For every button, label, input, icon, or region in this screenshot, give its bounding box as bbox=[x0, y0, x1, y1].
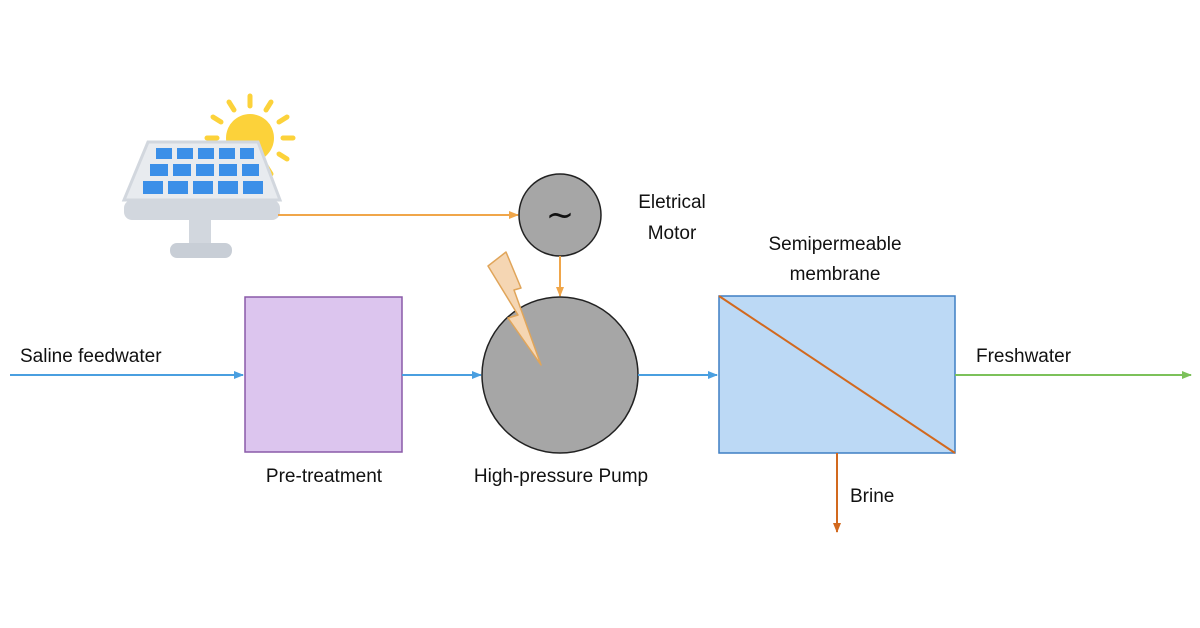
membrane-label-line2: membrane bbox=[790, 264, 881, 285]
high-pressure-pump-label: High-pressure Pump bbox=[474, 466, 648, 487]
high-pressure-pump bbox=[481, 296, 639, 454]
membrane-divider-line bbox=[718, 295, 956, 454]
pre-treatment-box bbox=[244, 296, 403, 453]
motor-label-line2: Motor bbox=[648, 223, 697, 244]
lightning-bolt-icon bbox=[487, 251, 542, 366]
solar-panel-icon bbox=[121, 140, 283, 258]
freshwater-label: Freshwater bbox=[976, 346, 1072, 367]
motor-symbol: ~ bbox=[546, 195, 575, 235]
brine-label: Brine bbox=[850, 486, 894, 507]
motor-label-line1: Eletrical bbox=[638, 192, 706, 213]
saline-feedwater-label: Saline feedwater bbox=[20, 346, 162, 367]
pre-treatment-label: Pre-treatment bbox=[266, 466, 383, 487]
membrane-label-line1: Semipermeable bbox=[768, 234, 901, 255]
